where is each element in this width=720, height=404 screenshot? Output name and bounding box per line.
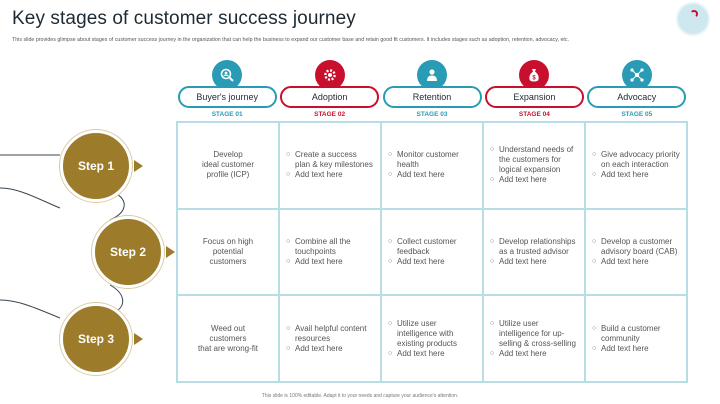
list-item: Add text here xyxy=(286,257,374,267)
list-item: Add text here xyxy=(388,170,476,180)
step-pointer-icon xyxy=(134,333,143,345)
stage-number: STAGE 04 xyxy=(518,111,550,118)
bullet-list: Develop relationships as a trusted advis… xyxy=(490,237,578,267)
list-item: Add text here xyxy=(286,170,374,180)
stage-pill: Expansion xyxy=(484,86,584,108)
step-label: Step 1 xyxy=(77,159,114,173)
list-item: Create a success plan & key milestones xyxy=(286,150,374,170)
table-cell: Understand needs of the customers for lo… xyxy=(483,122,585,209)
step-label: Step 2 xyxy=(109,245,146,259)
list-item: Combine all the touchpoints xyxy=(286,237,374,257)
bullet-list: Utilize user intelligence for up-selling… xyxy=(490,319,578,359)
table-cell: Collect customer feedbackAdd text here xyxy=(381,208,483,296)
list-item: Add text here xyxy=(490,349,578,359)
list-item: Add text here xyxy=(490,257,578,267)
bullet-list: Create a success plan & key milestonesAd… xyxy=(286,150,374,180)
list-item: Add text here xyxy=(592,257,680,267)
logo-mark-icon xyxy=(690,10,698,18)
cell-text-line: customers xyxy=(209,256,247,266)
table-cell: Combine all the touchpointsAdd text here xyxy=(279,208,381,296)
list-item: Add text here xyxy=(490,175,578,185)
bullet-list: Give advocacy priority on each interacti… xyxy=(592,150,680,180)
stage-pill: Buyer's journey xyxy=(177,86,277,108)
step-label: Step 3 xyxy=(77,332,114,346)
stage-pill: Retention xyxy=(382,86,482,108)
user-loyalty-icon xyxy=(417,60,447,90)
brand-logo xyxy=(676,2,710,36)
list-item: Add text here xyxy=(388,257,476,267)
table-cell: Avail helpful content resourcesAdd text … xyxy=(279,295,381,382)
stage-number: STAGE 03 xyxy=(416,111,448,118)
list-item: Utilize user intelligence with existing … xyxy=(388,319,476,349)
bullet-list: Collect customer feedbackAdd text here xyxy=(388,237,476,267)
list-item: Give advocacy priority on each interacti… xyxy=(592,150,680,170)
page-title: Key stages of customer success journey xyxy=(12,8,356,29)
list-item: Collect customer feedback xyxy=(388,237,476,257)
svg-text:$: $ xyxy=(533,76,537,82)
list-item: Build a customer community xyxy=(592,324,680,344)
step-3-circle: Step 3 xyxy=(60,303,132,375)
money-bag-icon: $ xyxy=(519,60,550,90)
stage-number: STAGE 01 xyxy=(211,111,243,118)
cell-text-line: profile (ICP) xyxy=(206,170,250,180)
stage-number: STAGE 05 xyxy=(621,111,653,118)
stage-number: STAGE 02 xyxy=(314,111,346,118)
cell-text-line: ideal customer xyxy=(201,160,255,170)
table-cell: Give advocacy priority on each interacti… xyxy=(585,122,687,209)
bullet-list: Build a customer communityAdd text here xyxy=(592,324,680,354)
table-cell: Build a customer communityAdd text here xyxy=(585,295,687,382)
table-cell: Develop relationships as a trusted advis… xyxy=(483,208,585,296)
bullet-list: Avail helpful content resourcesAdd text … xyxy=(286,324,374,354)
list-item: Add text here xyxy=(286,344,374,354)
table-cell: Utilize user intelligence for up-selling… xyxy=(483,295,585,382)
step-2-circle: Step 2 xyxy=(92,216,164,288)
stage-pill: Adoption xyxy=(280,86,380,108)
list-item: Add text here xyxy=(592,170,680,180)
bullet-list: Monitor customer healthAdd text here xyxy=(388,150,476,180)
table-cell: Utilize user intelligence with existing … xyxy=(381,295,483,382)
step-1-circle: Step 1 xyxy=(60,130,132,202)
list-item: Utilize user intelligence for up-selling… xyxy=(490,319,578,349)
table-cell: Monitor customer healthAdd text here xyxy=(381,122,483,209)
settings-gear-icon xyxy=(314,60,345,90)
stage-pill: Advocacy xyxy=(587,86,687,108)
page-description: This slide provides glimpse about stages… xyxy=(12,37,569,43)
cell-text-line: Weed out xyxy=(210,323,246,333)
table-cell: Develop a customer advisory board (CAB)A… xyxy=(585,208,687,296)
cell-text-line: Focus on high xyxy=(202,236,254,246)
cell-text-line: Develop xyxy=(213,150,243,160)
list-item: Develop relationships as a trusted advis… xyxy=(490,237,578,257)
list-item: Avail helpful content resources xyxy=(286,324,374,344)
list-item: Develop a customer advisory board (CAB) xyxy=(592,237,680,257)
table-cell: Create a success plan & key milestonesAd… xyxy=(279,122,381,209)
list-item: Add text here xyxy=(388,349,476,359)
network-icon xyxy=(621,60,652,90)
bullet-list: Combine all the touchpointsAdd text here xyxy=(286,237,374,267)
cell-text-line: potential xyxy=(212,246,244,256)
list-item: Understand needs of the customers for lo… xyxy=(490,145,578,175)
step-pointer-icon xyxy=(134,160,143,172)
list-item: Add text here xyxy=(592,344,680,354)
search-user-icon xyxy=(212,60,243,90)
step-pointer-icon xyxy=(166,246,175,258)
cell-text-line: that are wrong-fit xyxy=(197,343,259,353)
list-item: Monitor customer health xyxy=(388,150,476,170)
cell-text-line: customers xyxy=(209,333,247,343)
bullet-list: Utilize user intelligence with existing … xyxy=(388,319,476,359)
footer-note: This slide is 100% editable. Adapt it to… xyxy=(261,393,459,399)
bullet-list: Develop a customer advisory board (CAB)A… xyxy=(592,237,680,267)
bullet-list: Understand needs of the customers for lo… xyxy=(490,145,578,185)
